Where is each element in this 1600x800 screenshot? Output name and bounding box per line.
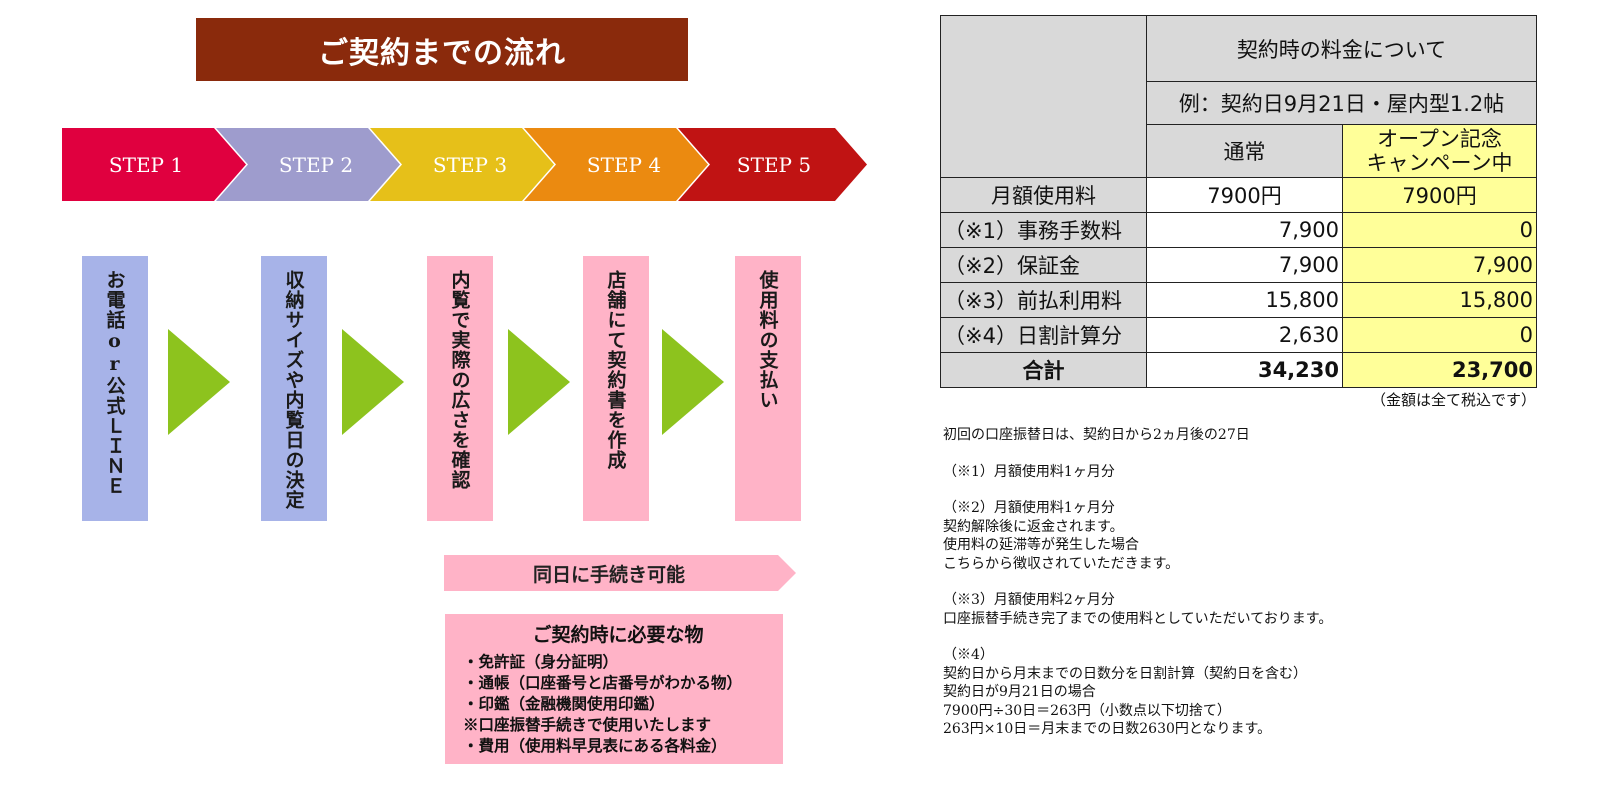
note-line: （※2）月額使用料1ヶ月分: [943, 500, 1115, 516]
row-campaign-value: 0: [1342, 317, 1537, 353]
note-line: （※4）: [943, 647, 994, 663]
row-label: （※4）日割計算分: [940, 317, 1147, 353]
step-chevron-1: [62, 128, 246, 201]
row-normal-value: 7,900: [1146, 247, 1343, 283]
row-label: （※1）事務手数料: [940, 212, 1147, 248]
row-campaign-value: 7,900: [1342, 247, 1537, 283]
note-paragraph: （※3）月額使用料2ヶ月分 口座振替手続き完了までの使用料としていただいておりま…: [943, 591, 1563, 628]
required-item: ※口座振替手続きで使用いたします: [463, 715, 712, 734]
note-line: 7900円÷30日＝263円（小数点以下切捨て）: [943, 702, 1231, 719]
row-label: （※2）保証金: [940, 247, 1147, 283]
col-header-normal: 通常: [1146, 124, 1343, 178]
step-chevron-3: [370, 128, 554, 201]
notes-section: 初回の口座振替日は、契約日から2ヵ月後の27日 （※1）月額使用料1ヶ月分 （※…: [943, 426, 1563, 757]
total-campaign-value: 23,700: [1342, 352, 1537, 388]
step-label-5: STEP 5: [737, 153, 811, 177]
row-campaign-value: 0: [1342, 212, 1537, 248]
step-chevron-5: [678, 128, 867, 201]
flow-box-5: 使用料の支払い: [735, 256, 801, 521]
fee-table-header: 契約時の料金について: [1146, 15, 1537, 82]
required-item: ・通帳（口座番号と店番号がわかる物）: [463, 673, 743, 692]
col-header-campaign: オープン記念 キャンペーン中: [1342, 124, 1537, 178]
flow-arrow-icon: [508, 329, 570, 435]
required-items-box: ご契約時に必要な物 ・免許証（身分証明） ・通帳（口座番号と店番号がわかる物） …: [445, 614, 783, 764]
flow-box-2: 収納サイズや内覧日の決定: [261, 256, 327, 521]
note-line: 263円×10日＝月末までの日数2630円となります。: [943, 721, 1272, 737]
note-line: 契約日から月末までの日数分を日割計算（契約日を含む）: [943, 665, 1307, 682]
flow-box-3: 内覧で実際の広さを確認: [427, 256, 493, 521]
total-normal-value: 34,230: [1146, 352, 1343, 388]
step-chevron-4: [524, 128, 708, 201]
row-normal-value: 15,800: [1146, 282, 1343, 318]
note-paragraph: （※4） 契約日から月末までの日数分を日割計算（契約日を含む） 契約日が9月21…: [943, 646, 1563, 739]
note-paragraph: （※2）月額使用料1ヶ月分 契約解除後に返金されます。 使用料の延滞等が発生した…: [943, 499, 1563, 573]
note-paragraph: （※1）月額使用料1ヶ月分: [943, 463, 1563, 482]
fee-table-example: 例：契約日9月21日・屋内型1.2帖: [1146, 81, 1537, 125]
step-chevron-2: [216, 128, 400, 201]
flow-arrow-icon: [342, 329, 404, 435]
tax-note: （金額は全て税込です）: [1370, 391, 1536, 409]
step-label-3: STEP 3: [433, 153, 507, 177]
note-line: 契約日が9月21日の場合: [943, 684, 1096, 700]
flow-box-4: 店舗にて契約書を作成: [583, 256, 649, 521]
row-campaign-value: 15,800: [1342, 282, 1537, 318]
step-label-1: STEP 1: [109, 153, 183, 177]
page-title: ご契約までの流れ: [196, 18, 688, 81]
note-paragraph: 初回の口座振替日は、契約日から2ヵ月後の27日: [943, 426, 1563, 445]
note-line: 初回の口座振替日は、契約日から2ヵ月後の27日: [943, 427, 1250, 443]
required-items-title: ご契約時に必要な物: [532, 624, 704, 646]
row-label: （※3）前払利用料: [940, 282, 1147, 318]
note-line: 使用料の延滞等が発生した場合: [943, 537, 1139, 553]
note-line: （※3）月額使用料2ヶ月分: [943, 592, 1115, 608]
total-label: 合計: [940, 352, 1147, 388]
note-line: 契約解除後に返金されます。: [943, 518, 1124, 535]
required-item: ・費用（使用料早見表にある各料金）: [463, 736, 727, 755]
campaign-line1: オープン記念: [1377, 127, 1502, 151]
same-day-banner: 同日に手続き可能: [444, 555, 796, 591]
row-label: 月額使用料: [940, 177, 1147, 213]
fee-table-corner: [940, 15, 1147, 178]
same-day-text: 同日に手続き可能: [532, 563, 685, 586]
step-label-2: STEP 2: [279, 153, 353, 177]
flow-box-1: お電話or公式ＬＩＮＥ: [82, 256, 148, 521]
flow-box-5-text: 使用料の支払い: [756, 270, 779, 410]
campaign-line2: キャンペーン中: [1366, 151, 1513, 175]
row-normal-value: 7900円: [1146, 177, 1343, 213]
flow-arrow-icon: [168, 329, 230, 435]
flow-box-1-text: お電話or公式ＬＩＮＥ: [103, 270, 126, 496]
note-line: こちらから徴収されていただきます。: [943, 555, 1180, 572]
step-bar: STEP 1 STEP 2 STEP 3 STEP 4 STEP 5: [62, 128, 867, 201]
row-normal-value: 7,900: [1146, 212, 1343, 248]
flow-arrow-icon: [662, 329, 724, 435]
step-label-4: STEP 4: [587, 153, 661, 177]
row-campaign-value: 7900円: [1342, 177, 1537, 213]
flow-box-4-text: 店舗にて契約書を作成: [604, 270, 627, 470]
flow-box-3-text: 内覧で実際の広さを確認: [448, 270, 471, 490]
required-item: ・免許証（身分証明）: [463, 652, 619, 671]
note-line: （※1）月額使用料1ヶ月分: [943, 463, 1115, 480]
flow-box-2-text: 収納サイズや内覧日の決定: [282, 270, 305, 510]
required-item: ・印鑑（金融機関使用印鑑）: [463, 694, 665, 713]
note-line: 口座振替手続き完了までの使用料としていただいております。: [943, 610, 1333, 627]
row-normal-value: 2,630: [1146, 317, 1343, 353]
fee-table: 契約時の料金について 例：契約日9月21日・屋内型1.2帖 通常 オープン記念 …: [940, 15, 1537, 388]
